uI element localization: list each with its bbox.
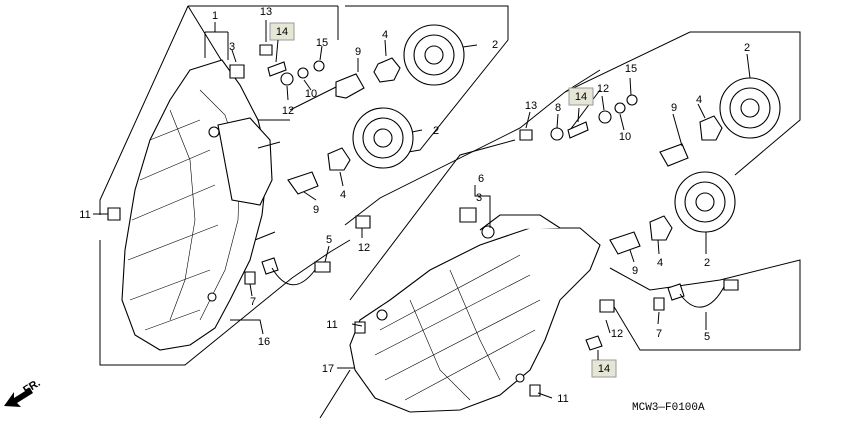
callout-4: 4	[340, 189, 346, 201]
callout-3: 3	[229, 41, 235, 53]
assembly-outlines	[99, 5, 801, 419]
bulbs-and-sockets	[287, 57, 723, 255]
boxed-callouts: 14 14 14	[269, 22, 617, 378]
callout-3: 3	[476, 192, 482, 204]
callout-12: 12	[358, 242, 370, 254]
callout-2: 2	[492, 39, 498, 51]
cover-ring-top-left	[403, 24, 465, 86]
cover-rings	[352, 24, 781, 233]
callout-2: 2	[744, 42, 750, 54]
wiring-harness	[244, 257, 739, 311]
callout-7: 7	[250, 296, 256, 308]
callout-6: 6	[478, 173, 484, 185]
cover-ring-top-right	[719, 77, 781, 139]
callout-4: 4	[696, 94, 702, 106]
callout-1: 1	[212, 10, 218, 22]
callout-8: 8	[555, 102, 561, 114]
callout-15: 15	[316, 37, 328, 49]
callout-7: 7	[656, 328, 662, 340]
right-headlight-assembly	[349, 214, 601, 413]
callout-13: 13	[525, 100, 537, 112]
callout-12: 12	[611, 328, 623, 340]
leader-lines	[93, 20, 751, 399]
callout-16: 16	[258, 336, 270, 348]
callout-labels: 1 3 13 15 9 4 2 2 12 10 9 4 11 12 5 7 16…	[79, 6, 750, 405]
callout-12: 12	[282, 105, 294, 117]
callout-12: 12	[597, 83, 609, 95]
callout-15: 15	[625, 63, 637, 75]
callout-9: 9	[355, 46, 361, 58]
callout-9: 9	[671, 102, 677, 114]
callout-5: 5	[326, 234, 332, 246]
callout-17: 17	[322, 363, 334, 375]
svg-text:14: 14	[575, 91, 587, 103]
boxed-callout-14-bottom-right: 14	[591, 350, 617, 378]
svg-text:14: 14	[598, 363, 610, 375]
callout-4: 4	[657, 257, 663, 269]
left-headlight-assembly	[107, 59, 281, 351]
callout-2: 2	[704, 257, 710, 269]
callout-2: 2	[433, 125, 439, 137]
callout-11: 11	[326, 319, 337, 331]
hardware	[229, 44, 638, 351]
callout-10: 10	[619, 131, 631, 143]
callout-9: 9	[313, 204, 319, 216]
boxed-callout-14-mid-right: 14	[568, 87, 594, 106]
callout-13: 13	[260, 6, 272, 18]
diagram-code: MCW3—F0100A	[632, 402, 705, 414]
callout-5: 5	[704, 331, 710, 343]
cover-ring-mid-left	[352, 107, 414, 169]
cover-ring-mid-right	[674, 171, 736, 233]
callout-10: 10	[305, 88, 317, 100]
front-direction-arrow: FR.	[4, 377, 43, 407]
callout-9: 9	[632, 265, 638, 277]
callout-11: 11	[79, 209, 90, 221]
boxed-callout-14-top-left: 14	[269, 22, 295, 63]
callout-4: 4	[382, 29, 388, 41]
svg-text:14: 14	[276, 26, 288, 38]
callout-11: 11	[557, 393, 568, 405]
